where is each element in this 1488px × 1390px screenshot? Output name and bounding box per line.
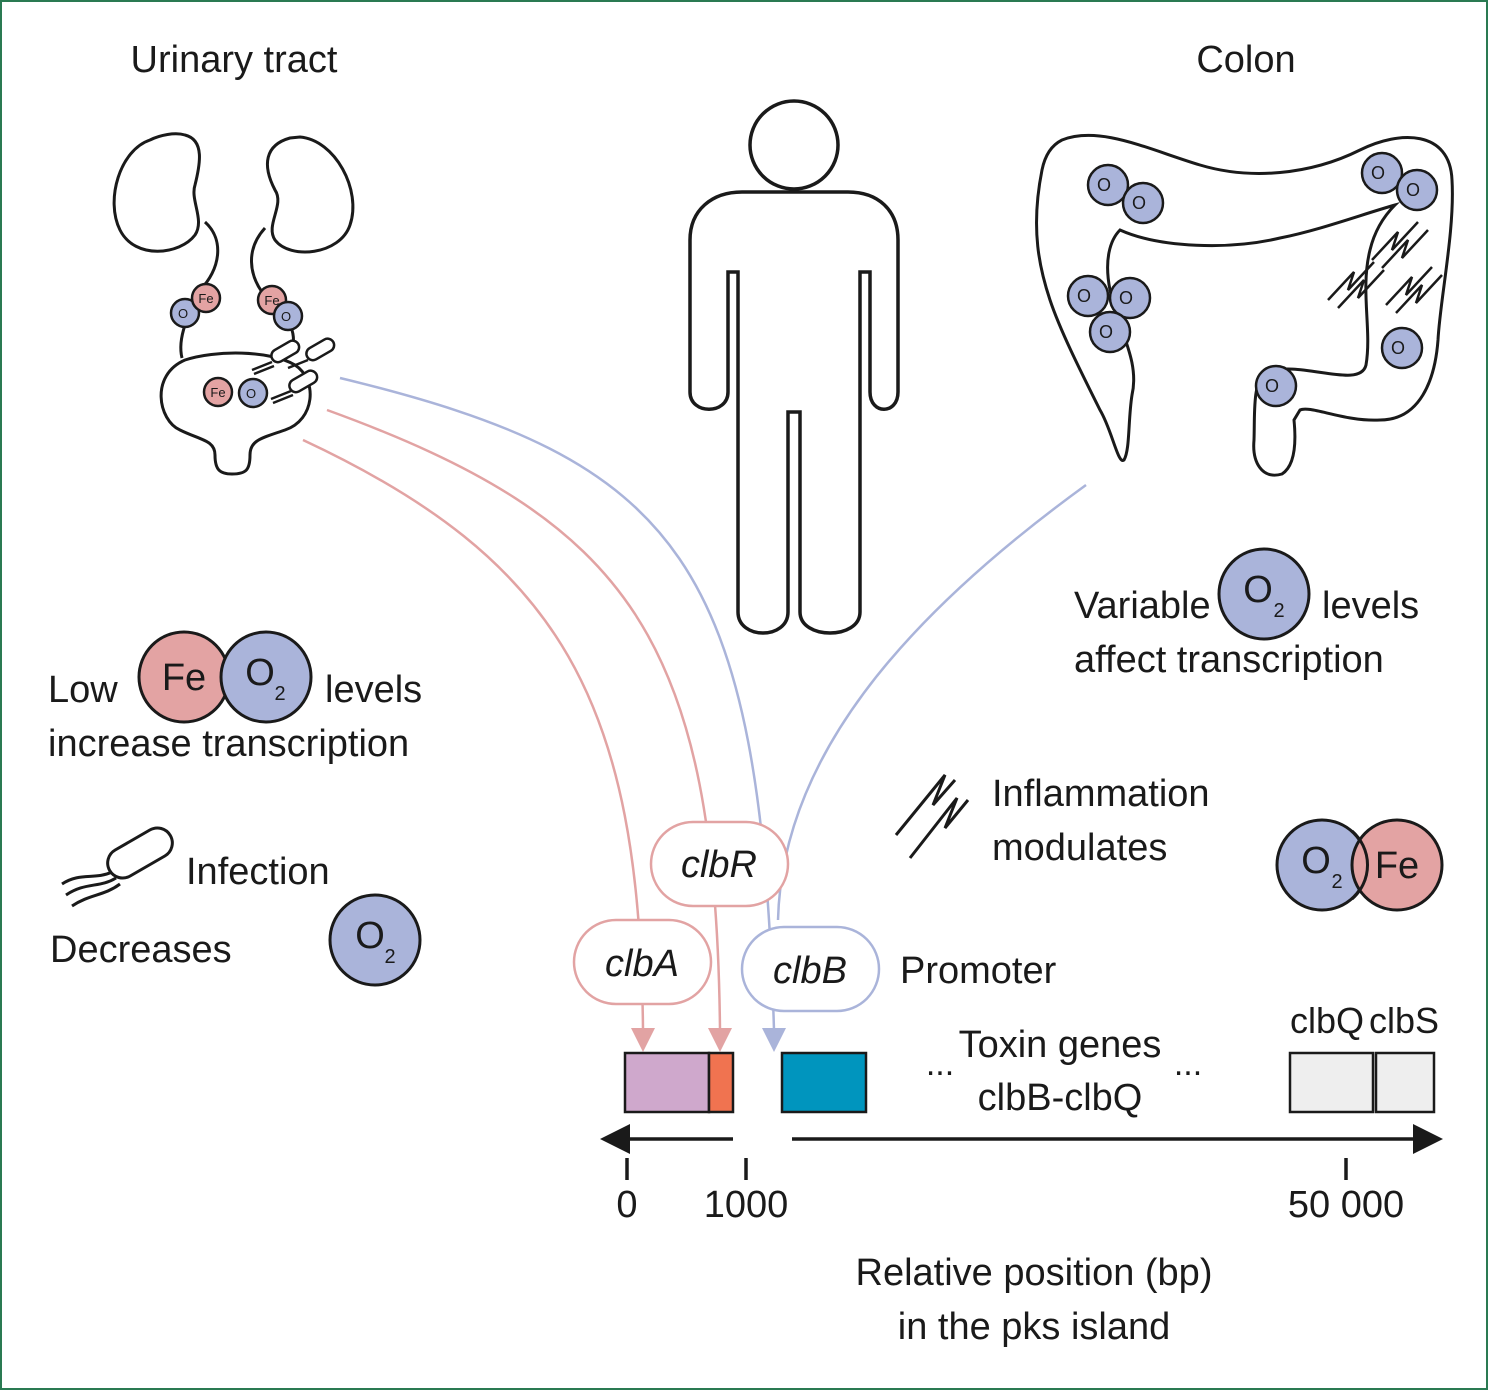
axis-tick-label: 1000	[704, 1184, 789, 1226]
clbR-gene-box	[707, 1051, 735, 1114]
o2-molecule	[219, 630, 313, 724]
o2-label: O	[246, 386, 256, 401]
axis-tick-label: 0	[616, 1184, 637, 1226]
infection-text: Infection	[186, 851, 330, 893]
o2-label: O	[1077, 286, 1091, 306]
o2-label: O	[1301, 840, 1331, 882]
colon-molecules	[1066, 151, 1439, 408]
fe-label: Fe	[198, 291, 213, 306]
clbQ-label: clbQ	[1290, 1000, 1364, 1041]
red-arrow-to-clbA	[302, 438, 645, 1031]
head	[748, 99, 840, 191]
urinary-tract-illustration	[112, 132, 355, 476]
o2-label: O	[1132, 193, 1146, 213]
o2-subscript: 2	[274, 683, 285, 705]
o2-subscript: 2	[1273, 600, 1284, 622]
clbS-gene-box	[1374, 1051, 1436, 1114]
arrowhead-clbA	[631, 1028, 655, 1052]
variable-text: Variable	[1074, 585, 1211, 627]
o2-label: O	[178, 306, 188, 321]
o2-subscript: 2	[384, 946, 395, 968]
clbB-gene-box	[780, 1051, 868, 1114]
o2-subscript: 2	[1331, 871, 1342, 893]
clbA-label: clbA	[605, 943, 679, 985]
clbA-gene-box	[623, 1051, 711, 1114]
colon-title: Colon	[1196, 39, 1295, 81]
o2-label: O	[1406, 180, 1420, 200]
clbS-label: clbS	[1369, 1000, 1439, 1041]
bacterium-icon	[61, 826, 174, 908]
body-outline	[688, 190, 900, 635]
inflammation-text: Inflammation	[992, 773, 1210, 815]
decreases-text: Decreases	[50, 929, 232, 971]
o2-label: O	[281, 309, 291, 324]
axis-tick-label: 50 000	[1288, 1184, 1404, 1226]
fe-label: Fe	[264, 293, 279, 308]
clbB-label: clbB	[773, 950, 847, 992]
o2-label: O	[1391, 338, 1405, 358]
axis-label-line2: in the pks island	[898, 1306, 1171, 1348]
o2-label: O	[355, 915, 385, 957]
fe-label: Fe	[1375, 845, 1419, 887]
levels-text: levels	[325, 669, 422, 711]
inflammation-icon	[894, 774, 970, 859]
axis-arrow-right	[1413, 1124, 1443, 1154]
fe-label: Fe	[162, 657, 206, 699]
colon-inflammation-marks	[1327, 221, 1443, 314]
toxin-genes-label: Toxin genes	[959, 1024, 1162, 1066]
urinary-tract-title: Urinary tract	[131, 39, 338, 81]
o2-label: O	[245, 652, 275, 694]
modulates-text: modulates	[992, 827, 1167, 869]
o2-label: O	[1371, 163, 1385, 183]
urinary-molecules: Fe Fe Fe O O O	[169, 282, 304, 409]
o2-molecule	[328, 893, 422, 987]
right-ureter	[250, 226, 267, 293]
arrowhead-clbR	[708, 1028, 732, 1052]
position-axis	[600, 1124, 1443, 1180]
arrowheads	[631, 1028, 786, 1052]
o2-molecule	[1217, 547, 1311, 641]
toxin-range-label: clbB-clbQ	[978, 1077, 1143, 1119]
promoter-label: Promoter	[900, 950, 1057, 992]
right-kidney	[266, 135, 355, 254]
o2-label: O	[1243, 569, 1273, 611]
o2-label: O	[1119, 288, 1133, 308]
left-kidney	[112, 132, 201, 253]
clbB-promoter-pill	[740, 925, 881, 1013]
ellipsis-right: ...	[1174, 1045, 1202, 1083]
clbQ-gene-box	[1288, 1051, 1375, 1114]
arrowhead-clbB	[762, 1028, 786, 1052]
axis-label-line1: Relative position (bp)	[856, 1252, 1213, 1294]
levels-text: levels	[1322, 585, 1419, 627]
o2-label: O	[1097, 175, 1111, 195]
o2-label: O	[1265, 376, 1279, 396]
colon-outline	[1035, 133, 1454, 477]
clbR-label: clbR	[681, 844, 757, 886]
fe-molecule	[1350, 818, 1444, 912]
low-text: Low	[48, 669, 118, 711]
colon-illustration	[1035, 133, 1454, 477]
bladder	[159, 351, 312, 476]
axis-arrow-left	[600, 1124, 630, 1154]
bacteria-group	[251, 337, 336, 405]
ellipsis-left: ...	[926, 1045, 954, 1083]
affect-transcription-text: affect transcription	[1074, 639, 1384, 681]
o2-label: O	[1099, 322, 1113, 342]
fe-label: Fe	[210, 385, 225, 400]
colon-molecule-labels: O O O O O O O O O	[1077, 163, 1420, 396]
clbA-promoter-pill	[572, 918, 713, 1006]
clbR-promoter-pill	[649, 820, 790, 908]
increase-transcription-text: increase transcription	[48, 723, 409, 765]
left-ureter-lower	[179, 324, 187, 359]
human-figure	[688, 99, 900, 635]
left-ureter	[198, 220, 220, 292]
